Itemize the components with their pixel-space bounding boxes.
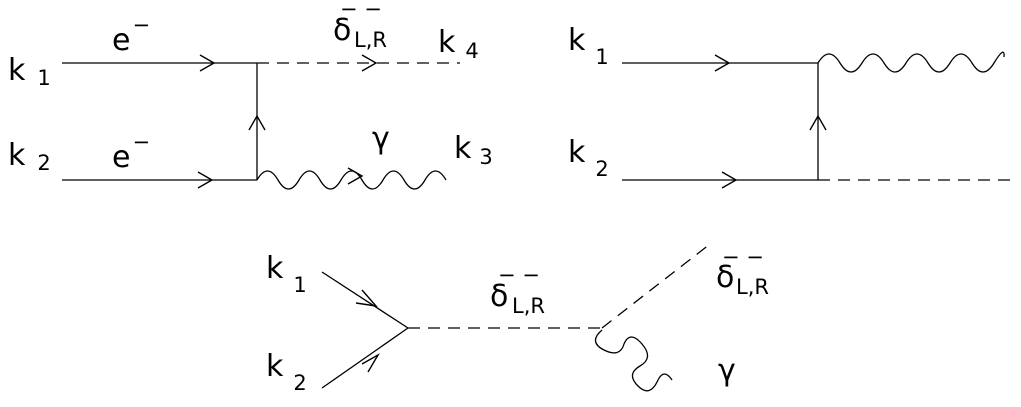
- d1-electron-bottom-label: e−: [112, 130, 150, 175]
- d3-photon-line: [594, 329, 673, 392]
- d2-arrow-2: [721, 171, 738, 189]
- d2-photon-line: [817, 51, 1005, 73]
- d2-arrow-1: [714, 54, 731, 72]
- d3-arrow-2: [361, 353, 380, 373]
- d1-photon-line: [256, 170, 447, 190]
- d3-delta-outgoing: [601, 243, 711, 329]
- d1-arrow-photon: [347, 167, 364, 185]
- d1-delta-label: δ− −L,R: [333, 0, 387, 52]
- d1-arrow-delta: [361, 54, 378, 72]
- d1-arrow-2: [197, 171, 214, 189]
- d3-delta-mid-label: δ− −L,R: [490, 263, 545, 318]
- d1-photon-label: γ: [372, 121, 390, 156]
- d1-arrow-propagator: [248, 114, 266, 131]
- d3-incoming-1: [321, 271, 409, 329]
- d1-electron-top-label: e−: [112, 13, 150, 58]
- d2-arrow-propagator: [809, 114, 827, 131]
- d3-incoming-2: [321, 327, 409, 389]
- d3-photon-label: γ: [718, 353, 736, 388]
- d3-delta-out-label: δ− −L,R: [716, 245, 769, 299]
- d3-arrow-1: [355, 289, 378, 307]
- d1-arrow-1: [199, 54, 216, 72]
